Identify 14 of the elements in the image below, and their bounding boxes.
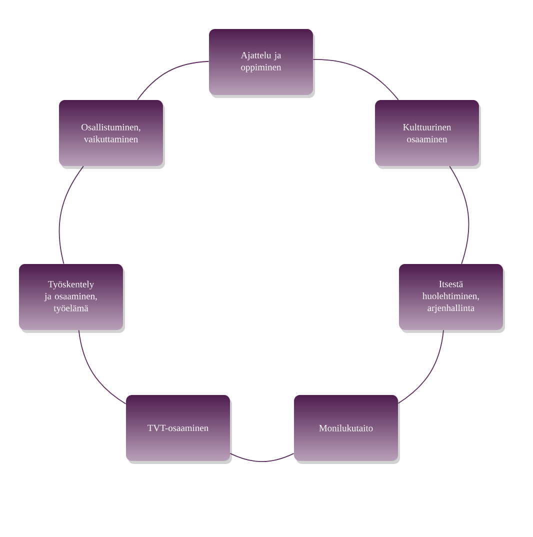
connector-arc: [78, 330, 126, 404]
connector-arc: [137, 60, 210, 100]
process-box: Ajattelu ja oppiminen: [209, 29, 315, 98]
connector-arc: [449, 166, 470, 264]
process-box: Itsestä huolehtiminen, arjenhallinta: [399, 264, 505, 333]
process-box: Monilukutaito: [294, 395, 400, 464]
connector-arc: [398, 330, 444, 404]
process-box: Kulttuurinen osaaminen: [375, 100, 481, 169]
process-box: Osallistuminen, vaikuttaminen: [59, 100, 165, 169]
connector-arc: [312, 58, 399, 100]
connector-arc: [58, 166, 84, 264]
process-box: TVT-osaaminen: [126, 395, 232, 464]
connector-arc: [230, 452, 294, 462]
process-box: Työskentely ja osaaminen, työelämä: [19, 264, 125, 333]
